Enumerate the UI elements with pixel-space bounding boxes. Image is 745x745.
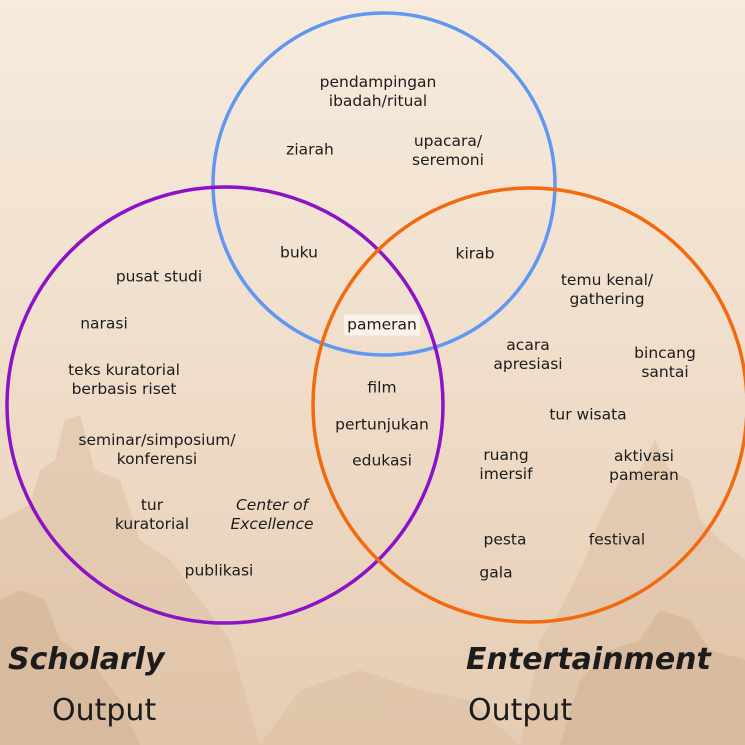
label-buku: buku [280, 243, 318, 262]
label-festival: festival [588, 530, 646, 549]
label-publikasi: publikasi [184, 561, 254, 580]
spiritual-circle [211, 11, 557, 357]
label-narasi: narasi [80, 314, 128, 333]
entertainment-title: Entertainment [466, 642, 711, 677]
label-pusat-studi: pusat studi [115, 267, 203, 286]
label-pesta: pesta [483, 530, 527, 549]
label-pertunjukan: pertunjukan [335, 415, 429, 434]
scholarly-circle [5, 185, 445, 625]
scholarly-subtitle: Output [52, 693, 157, 728]
label-gala: gala [479, 563, 513, 582]
label-edukasi: edukasi [352, 451, 412, 470]
label-upacara-seremoni: upacara/seremoni [412, 132, 484, 169]
entertainment-circle [311, 186, 745, 624]
label-tur-wisata: tur wisata [549, 405, 627, 424]
label-pameran: pameran [344, 314, 420, 336]
entertainment-subtitle: Output [468, 693, 573, 728]
label-seminar: seminar/simposium/konferensi [78, 431, 236, 468]
scholarly-title: Scholarly [8, 642, 165, 677]
label-temu-kenal-gathering: temu kenal/gathering [560, 271, 654, 308]
label-kirab: kirab [455, 244, 495, 263]
label-ziarah: ziarah [286, 140, 334, 159]
label-film: film [367, 378, 397, 397]
